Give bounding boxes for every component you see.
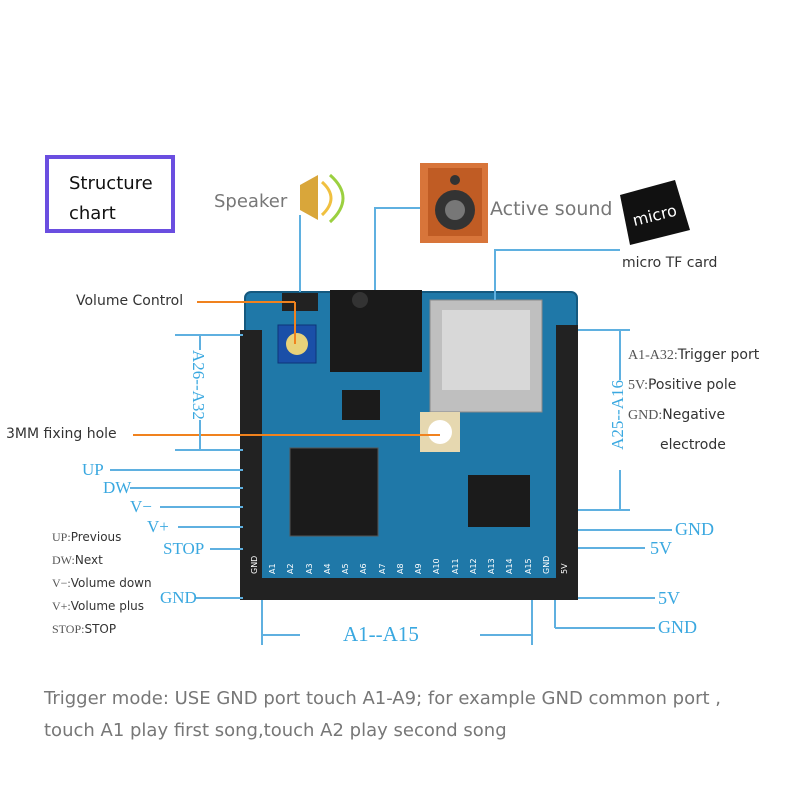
speaker-icon xyxy=(300,173,345,224)
silkscreen-label: A4 xyxy=(322,563,332,574)
right-pin-leaders xyxy=(554,529,672,629)
legend-electrode: electrode xyxy=(660,437,726,453)
silkscreen-label: A11 xyxy=(450,558,460,574)
speaker-label: Speaker xyxy=(214,191,288,212)
silkscreen-label: GND xyxy=(250,555,259,574)
left-legend: UP:Previous DW:Next V−:Volume down V+:Vo… xyxy=(52,526,152,641)
footer-line-2: touch A1 play first song,touch A2 play s… xyxy=(44,720,507,741)
pin-gnd-right: GND xyxy=(675,519,714,539)
bottom-range-bracket xyxy=(261,600,533,645)
silkscreen-label: A13 xyxy=(487,558,497,574)
silkscreen-label: 5V xyxy=(560,563,569,574)
pin-up: UP xyxy=(82,460,104,479)
silkscreen-label: A6 xyxy=(359,563,369,574)
title-line-1: Structure xyxy=(69,173,153,194)
legend-up: UP:Previous xyxy=(52,530,122,544)
pin-gnd-left: GND xyxy=(160,588,197,607)
small-chip xyxy=(342,390,380,420)
right-range-bracket xyxy=(578,329,630,511)
silkscreen-label: GND xyxy=(541,555,551,574)
pin-stop: STOP xyxy=(163,539,205,558)
silkscreen-label: A8 xyxy=(395,563,405,574)
left-pin-header xyxy=(240,330,262,580)
footer-line-1: Trigger mode: USE GND port touch A1-A9; … xyxy=(44,688,721,709)
left-range-bracket xyxy=(175,334,243,451)
silkscreen-label: A10 xyxy=(432,558,442,574)
pin-v-minus: V− xyxy=(130,497,152,516)
micro-sd-card-icon: micro xyxy=(620,180,690,245)
title-line-2: chart xyxy=(69,203,116,224)
silkscreen-label: A5 xyxy=(341,563,351,574)
legend-negative: GND:Negative xyxy=(628,407,726,423)
silkscreen-label: A15 xyxy=(523,558,533,574)
silkscreen-label: A1 xyxy=(268,563,278,574)
range-a25-a16: A25--A16 xyxy=(608,380,627,450)
legend-v-plus: V+:Volume plus xyxy=(52,599,145,613)
legend-v-minus: V−:Volume down xyxy=(52,576,152,590)
silkscreen-label: A12 xyxy=(468,558,478,574)
legend-trigger-port: A1-A32:Trigger port xyxy=(628,347,760,363)
left-pin-leaders xyxy=(110,469,243,599)
active-sound-box xyxy=(420,163,488,243)
legend-positive-pole: 5V:Positive pole xyxy=(628,377,737,393)
silkscreen-label: A7 xyxy=(377,563,387,574)
speaker-header xyxy=(282,293,318,311)
range-a26-a32: A26--A32 xyxy=(189,350,208,420)
range-a1-a15: A1--A15 xyxy=(343,622,419,646)
right-pin-header xyxy=(556,325,578,580)
sop-chip xyxy=(468,475,530,527)
structure-chart-title-box: Structure chart xyxy=(45,155,175,233)
volume-control-label: Volume Control xyxy=(76,293,184,309)
silkscreen-label: A9 xyxy=(414,563,424,574)
fixing-hole-label: 3MM fixing hole xyxy=(6,426,117,442)
board-bottom-silkscreen: GND A1 A2 A3 A4 A5 A6 A7 A8 A9 A10 A11 A12 A13 A14 A15 G… xyxy=(250,552,580,578)
micro-tf-card-label: micro TF card xyxy=(622,255,718,271)
pin-5v-bottom-right: 5V xyxy=(658,588,680,608)
pin-gnd-bottom-right: GND xyxy=(658,617,697,637)
silkscreen-label: A3 xyxy=(304,563,314,574)
right-legend: A1-A32:Trigger port 5V:Positive pole GND… xyxy=(628,340,759,459)
pin-dw: DW xyxy=(103,478,132,497)
active-sound-label: Active sound xyxy=(490,198,613,220)
legend-dw: DW:Next xyxy=(52,553,103,567)
silkscreen-label: A14 xyxy=(505,558,515,574)
main-chip xyxy=(289,447,379,537)
legend-stop: STOP:STOP xyxy=(52,622,117,636)
bottom-pin-header xyxy=(240,578,578,600)
pin-v-plus: V+ xyxy=(147,517,169,536)
silkscreen-label: A2 xyxy=(286,563,296,574)
pin-5v-right: 5V xyxy=(650,538,672,558)
audio-jack xyxy=(330,290,422,372)
